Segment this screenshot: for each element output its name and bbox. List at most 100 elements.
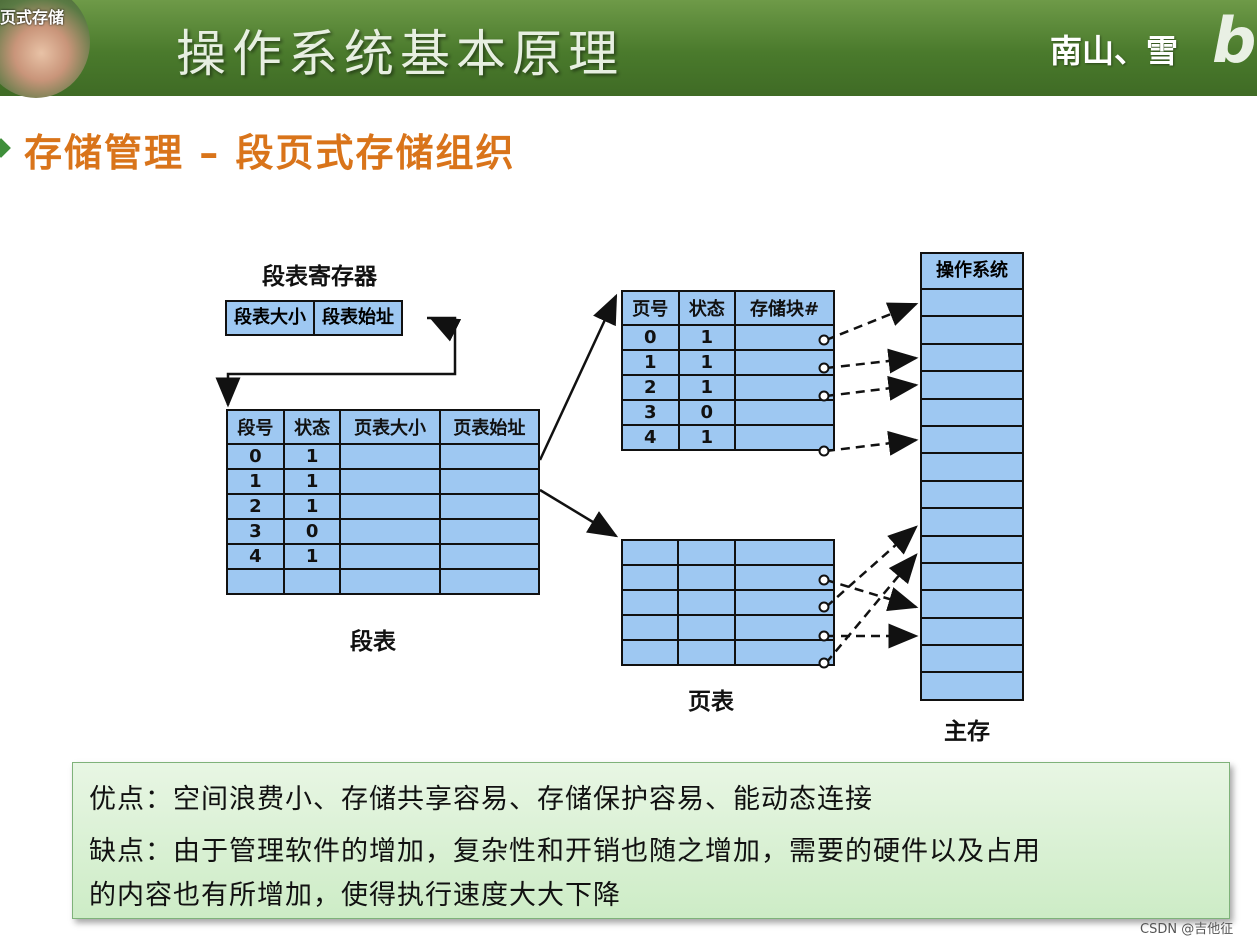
table-row (620, 589, 836, 616)
table-cell: 0 (282, 518, 342, 545)
memory-block (922, 509, 1022, 537)
author-name: 南山、雪 (1050, 32, 1179, 70)
column-header: 状态 (677, 290, 737, 326)
page-table-2 (620, 539, 836, 666)
pointer-dot (818, 657, 830, 669)
table-cell (733, 539, 836, 566)
column-header: 段号 (226, 409, 285, 445)
table-cell: 1 (677, 424, 737, 451)
watermark: CSDN @吉他征 (1140, 922, 1234, 937)
table-cell (620, 539, 680, 566)
table-cell (677, 639, 736, 666)
table-header-row: 页号状态存储块# (621, 290, 835, 326)
segtable-to-pagetable1-arrow (538, 293, 618, 461)
table-cell: 0 (226, 443, 285, 470)
table-cell: 1 (677, 324, 737, 351)
page-table-caption: 页表 (688, 689, 734, 715)
table-cell: 2 (621, 374, 680, 401)
table-cell (620, 589, 680, 616)
segtable-to-pagetable2-arrow (539, 488, 619, 538)
register-field: 段表大小 (234, 307, 306, 328)
segment-table-register: 段表大小段表始址 (225, 300, 403, 336)
cons-text-line1: 缺点：由于管理软件的增加，复杂性和开销也随之增加，需要的硬件以及占用 (89, 836, 1041, 867)
memory-os-block: 操作系统 (922, 254, 1022, 290)
table-cell (226, 568, 285, 595)
column-header: 页号 (621, 290, 680, 326)
pointer-dot (818, 630, 830, 642)
table-cell: 1 (677, 374, 737, 401)
corner-tag: 页式存储 (0, 8, 65, 27)
table-header-row: 段号状态页表大小页表始址 (226, 409, 541, 445)
table-cell (734, 349, 835, 376)
memory-block (922, 290, 1022, 318)
memory-block (922, 400, 1022, 427)
memory-block (922, 454, 1022, 482)
table-cell: 4 (226, 543, 285, 570)
table-cell: 1 (282, 443, 342, 470)
pt2-row4-pointer (825, 553, 918, 664)
table-cell (438, 443, 541, 470)
memory-block (922, 591, 1022, 619)
page-title: 操作系统基本原理 (176, 25, 624, 83)
table-cell (339, 518, 441, 545)
table-cell (733, 589, 836, 616)
table-row (226, 568, 541, 595)
table-cell: 1 (226, 468, 285, 495)
header-banner (0, 0, 1257, 96)
table-cell (438, 568, 541, 595)
table-cell (339, 443, 441, 470)
table-cell (734, 374, 835, 401)
pt1-row2-pointer (825, 375, 919, 401)
memory-caption: 主存 (944, 719, 990, 745)
memory-block (922, 619, 1022, 647)
table-cell (677, 564, 736, 591)
pointer-dot (818, 390, 830, 402)
table-cell: 1 (621, 349, 680, 376)
table-cell: 1 (282, 543, 342, 570)
table-cell (734, 424, 835, 451)
pt1-row0-pointer (825, 302, 919, 342)
column-header: 页表始址 (438, 409, 541, 445)
pointer-dot (818, 334, 830, 346)
register-label: 段表寄存器 (262, 264, 377, 290)
table-cell (282, 568, 342, 595)
table-cell (734, 399, 835, 426)
table-cell (677, 589, 736, 616)
table-cell: 2 (226, 493, 285, 520)
memory-block (922, 427, 1022, 455)
table-row (620, 639, 836, 666)
memory-block (922, 317, 1022, 345)
column-header: 状态 (282, 409, 342, 445)
pt1-row4-pointer (825, 430, 919, 456)
segment-table-caption: 段表 (350, 629, 396, 655)
table-cell (733, 639, 836, 666)
cons-text-line2: 的内容也有所增加，使得执行速度大大下降 (89, 880, 621, 911)
pointer-dot (818, 574, 830, 586)
register-to-segtable-arrow (215, 316, 457, 408)
notes-box: 优点：空间浪费小、存储共享容易、存储保护容易、能动态连接 缺点：由于管理软件的增… (72, 762, 1230, 919)
table-row (620, 614, 836, 641)
table-cell (620, 564, 680, 591)
table-cell (620, 639, 680, 666)
column-header: 页表大小 (339, 409, 441, 445)
column-header: 存储块# (734, 290, 835, 326)
memory-block (922, 564, 1022, 592)
memory-block (922, 345, 1022, 373)
table-cell: 1 (282, 468, 342, 495)
table-cell (438, 518, 541, 545)
table-row (620, 564, 836, 591)
register-field: 段表始址 (313, 302, 401, 334)
table-cell (438, 543, 541, 570)
table-cell: 0 (677, 399, 737, 426)
pointer-dot (818, 362, 830, 374)
table-cell (677, 614, 736, 641)
